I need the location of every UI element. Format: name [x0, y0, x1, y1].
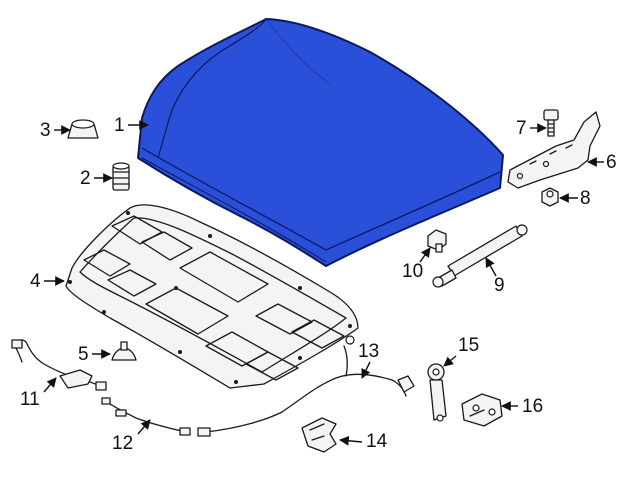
cable-main-part	[197, 335, 415, 437]
release-handle-part	[301, 417, 337, 453]
leader-13	[361, 361, 371, 379]
callout-10: 10	[402, 261, 424, 282]
callout-14: 14	[366, 431, 388, 452]
hinge-part	[507, 111, 601, 189]
callout-5: 5	[78, 344, 89, 365]
clip-part	[111, 341, 137, 361]
callout-11: 11	[20, 389, 40, 410]
leader-12	[137, 419, 151, 435]
callout-15: 15	[458, 335, 480, 356]
bolt-part	[543, 109, 559, 137]
callout-4: 4	[30, 271, 41, 292]
cable-front-part	[11, 339, 107, 391]
callout-8: 8	[580, 188, 591, 209]
insulator-part	[65, 204, 359, 389]
strut-part	[432, 224, 528, 288]
leader-lines	[43, 120, 604, 446]
callout-6: 6	[606, 152, 617, 173]
callout-16: 16	[522, 396, 544, 417]
callout-2: 2	[80, 168, 91, 189]
leader-9	[485, 257, 497, 277]
leader-10	[419, 247, 431, 263]
callout-3: 3	[40, 120, 51, 141]
callout-12: 12	[112, 433, 134, 454]
callout-7: 7	[516, 118, 527, 139]
callout-1: 1	[114, 115, 125, 136]
leader-11	[43, 377, 57, 393]
callout-13: 13	[358, 341, 380, 362]
leader-14	[339, 435, 363, 446]
stud-part	[427, 229, 447, 253]
bumper-stop-part	[112, 162, 130, 191]
seal-cap-part	[67, 119, 99, 139]
nut-part	[541, 187, 559, 207]
hood-part	[137, 18, 504, 267]
cable-rear-part	[101, 397, 191, 436]
leader-15	[443, 355, 457, 367]
prop-holder-part	[427, 363, 447, 422]
latch-part	[461, 393, 503, 427]
callout-9: 9	[494, 275, 505, 296]
